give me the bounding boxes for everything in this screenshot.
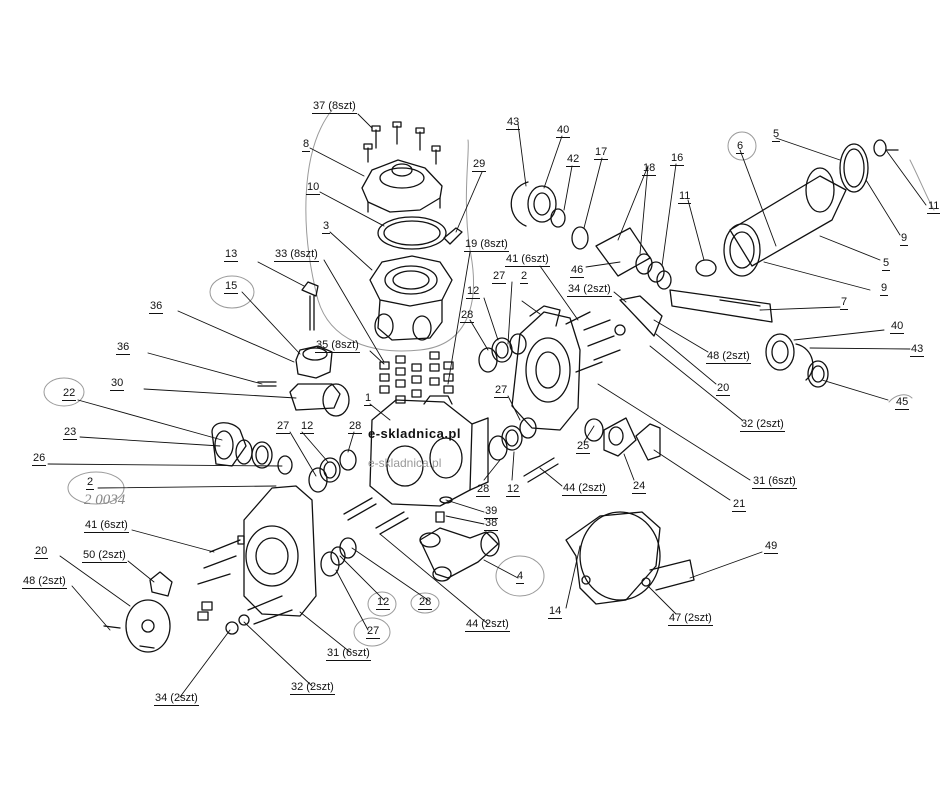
right-fittings <box>584 417 661 461</box>
label-24: 24 <box>632 480 647 494</box>
label-9-top: 9 <box>900 232 909 246</box>
label-7: 7 <box>840 296 849 310</box>
label-17: 17 <box>594 146 609 160</box>
label-12-left: 12 <box>300 420 315 434</box>
label-28-right-top: 28 <box>460 309 475 323</box>
label-12-right-top: 12 <box>466 285 481 299</box>
label-48-right: 48 (2szt) <box>706 350 751 364</box>
label-40-right: 40 <box>890 320 905 334</box>
label-26: 26 <box>32 452 47 466</box>
label-45: 45 <box>895 396 910 410</box>
label-29: 29 <box>472 158 487 172</box>
label-5-bottom: 5 <box>882 257 891 271</box>
label-8: 8 <box>302 138 311 152</box>
label-42: 42 <box>566 153 581 167</box>
label-12-bottom: 12 <box>376 596 391 610</box>
label-14: 14 <box>548 605 563 619</box>
label-43-right: 43 <box>910 343 925 357</box>
label-44-right: 44 (2szt) <box>562 482 607 496</box>
label-34-left: 34 (2szt) <box>154 692 199 706</box>
label-11-left: 11 <box>678 190 692 204</box>
label-46: 46 <box>570 264 585 278</box>
label-39: 39 <box>484 505 499 519</box>
label-5-top: 5 <box>772 128 781 142</box>
label-12-right: 12 <box>506 483 521 497</box>
label-44-bottom: 44 (2szt) <box>465 618 510 632</box>
label-28-right: 28 <box>476 483 491 497</box>
pistons-left <box>343 497 409 535</box>
bearing-stack-top <box>510 181 672 337</box>
right-crankcase <box>511 305 626 431</box>
watermark: e-skladnica.pl <box>368 426 461 441</box>
label-4: 4 <box>516 570 525 584</box>
label-43-top: 43 <box>506 116 521 130</box>
label-13: 13 <box>224 248 239 262</box>
label-38: 38 <box>484 517 499 531</box>
label-11-right: 11 <box>927 200 940 214</box>
pump-body <box>369 395 489 523</box>
label-31-left: 31 (6szt) <box>326 647 371 661</box>
leader-lines <box>47 113 927 698</box>
label-28-left: 28 <box>348 420 363 434</box>
pencil-marks <box>43 109 935 647</box>
label-32-left: 32 (2szt) <box>290 681 335 695</box>
label-27-right-top: 27 <box>492 270 507 284</box>
label-20-right: 20 <box>716 382 731 396</box>
crankshaft-assembly <box>669 139 899 323</box>
label-23: 23 <box>63 426 78 440</box>
label-28-bottom: 28 <box>418 596 433 610</box>
label-47: 47 (2szt) <box>668 612 713 626</box>
head-cover-assembly <box>361 121 463 404</box>
label-41-left: 41 (6szt) <box>84 519 129 533</box>
left-elbow <box>211 422 293 475</box>
label-41-right: 41 (6szt) <box>505 253 550 267</box>
left-crankcase <box>103 485 317 653</box>
label-18: 18 <box>642 162 657 176</box>
left-seal-stack <box>308 449 357 493</box>
label-35: 35 (8szt) <box>315 339 360 353</box>
label-30: 30 <box>110 377 125 391</box>
lower-seal-stack <box>320 537 357 577</box>
handwritten-note: 2 0034 <box>84 492 126 508</box>
label-48-left: 48 (2szt) <box>22 575 67 589</box>
label-32-right: 32 (2szt) <box>740 418 785 432</box>
label-22: 22 <box>62 387 77 401</box>
pressure-valve <box>257 281 350 417</box>
label-49: 49 <box>764 540 779 554</box>
label-9-bottom: 9 <box>880 282 889 296</box>
label-27-right: 27 <box>494 384 509 398</box>
watermark-faint: e-skladnica.pl <box>368 456 442 470</box>
label-34-right: 34 (2szt) <box>567 283 612 297</box>
bearing-right <box>765 333 829 388</box>
label-50: 50 (2szt) <box>82 549 127 563</box>
label-27-left: 27 <box>276 420 291 434</box>
drive-cone <box>565 511 695 605</box>
label-33: 33 (8szt) <box>274 248 319 262</box>
label-31-right: 31 (6szt) <box>752 475 797 489</box>
label-15: 15 <box>224 280 239 294</box>
label-27-bottom: 27 <box>366 625 381 639</box>
label-20-left: 20 <box>34 545 49 559</box>
label-1: 1 <box>364 392 373 406</box>
label-2-left: 2 <box>86 476 95 490</box>
label-37: 37 (8szt) <box>312 100 357 114</box>
label-40-top: 40 <box>556 124 571 138</box>
right-seal-stack <box>478 333 559 483</box>
label-36-top: 36 <box>149 300 164 314</box>
label-21: 21 <box>732 498 747 512</box>
label-36: 36 <box>116 341 131 355</box>
label-3: 3 <box>322 220 331 234</box>
label-19: 19 (8szt) <box>464 238 509 252</box>
label-25: 25 <box>576 440 591 454</box>
label-10: 10 <box>306 181 321 195</box>
label-2-right: 2 <box>520 270 529 284</box>
outlet-manifold <box>419 527 500 582</box>
label-16: 16 <box>670 152 685 166</box>
label-6: 6 <box>736 140 745 154</box>
